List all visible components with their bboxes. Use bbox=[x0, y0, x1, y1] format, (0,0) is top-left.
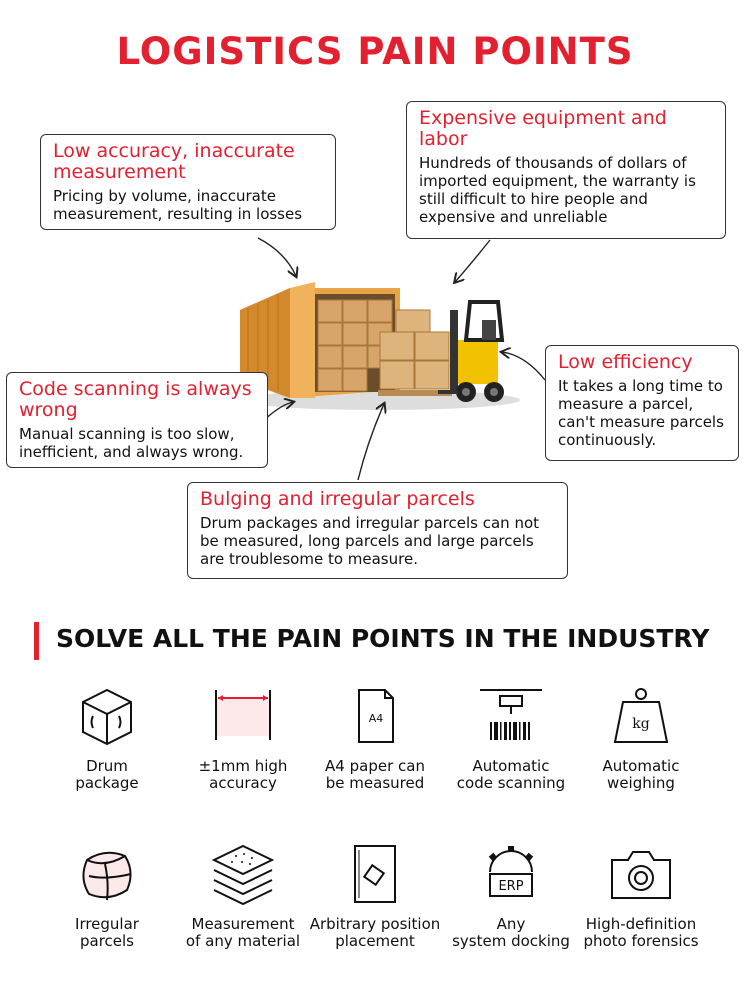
feature-system-docking: ERP Any system docking bbox=[436, 842, 586, 950]
callout-body: Manual scanning is too slow, inefficient… bbox=[19, 425, 244, 461]
feature-label: Arbitrary position placement bbox=[309, 915, 441, 950]
callout-low-accuracy: Low accuracy, inaccurate measurement Pri… bbox=[40, 134, 336, 230]
material-layers-icon bbox=[211, 844, 275, 906]
barcode-scanner-icon bbox=[480, 689, 542, 740]
callout-code-scanning: Code scanning is always wrong Manual sca… bbox=[6, 372, 268, 468]
camera-icon bbox=[611, 851, 671, 899]
section-accent-bar bbox=[34, 622, 39, 660]
page-title: LOGISTICS PAIN POINTS bbox=[116, 30, 634, 73]
feature-label: High-definition photo forensics bbox=[583, 915, 699, 950]
callout-low-efficiency: Low efficiency It takes a long time to m… bbox=[545, 345, 739, 461]
erp-icon-text: ERP bbox=[498, 879, 523, 894]
position-placement-icon bbox=[354, 845, 396, 903]
callout-body: Drum packages and irregular parcels can … bbox=[200, 514, 540, 568]
arrow-bulging bbox=[357, 404, 384, 481]
callout-title: Low efficiency bbox=[558, 351, 693, 373]
feature-a4-paper: A4 A4 paper can be measured bbox=[300, 684, 450, 792]
feature-arbitrary-position: Arbitrary position placement bbox=[300, 842, 450, 950]
feature-photo-forensics: High-definition photo forensics bbox=[566, 842, 716, 950]
feature-weighing: kg Automatic weighing bbox=[566, 684, 716, 792]
feature-label: Automatic code scanning bbox=[456, 757, 566, 792]
feature-label: Drum package bbox=[75, 757, 139, 792]
feature-label: A4 paper can be measured bbox=[325, 757, 425, 792]
callout-bulging-parcels: Bulging and irregular parcels Drum packa… bbox=[187, 482, 568, 579]
callout-body: It takes a long time to measure a parcel… bbox=[558, 377, 724, 449]
feature-code-scanning: Automatic code scanning bbox=[436, 684, 586, 792]
callout-title: Low accuracy, inaccurate measurement bbox=[53, 140, 295, 183]
feature-label: Irregular parcels bbox=[75, 915, 139, 950]
callout-body: Pricing by volume, inaccurate measuremen… bbox=[53, 187, 303, 223]
a4-icon-text: A4 bbox=[369, 712, 384, 725]
callout-body: Hundreds of thousands of dollars of impo… bbox=[419, 154, 696, 226]
a4-paper-icon: A4 bbox=[358, 689, 394, 743]
feature-high-accuracy: ±1mm high accuracy bbox=[168, 684, 318, 792]
callout-title: Code scanning is always wrong bbox=[19, 378, 252, 421]
erp-gear-icon: ERP bbox=[488, 846, 534, 897]
callout-expensive-equipment: Expensive equipment and labor Hundreds o… bbox=[406, 101, 726, 239]
section-title: SOLVE ALL THE PAIN POINTS IN THE INDUSTR… bbox=[56, 624, 710, 653]
weight-icon: kg bbox=[613, 688, 669, 743]
feature-drum-package: Drum package bbox=[32, 684, 182, 792]
callout-title: Bulging and irregular parcels bbox=[200, 488, 475, 510]
irregular-parcel-icon bbox=[82, 851, 132, 901]
feature-label: Measurement of any material bbox=[185, 915, 301, 950]
feature-label: Any system docking bbox=[452, 915, 570, 950]
arrow-accuracy bbox=[257, 237, 296, 276]
feature-any-material: Measurement of any material bbox=[168, 842, 318, 950]
weight-icon-text: kg bbox=[632, 716, 649, 732]
drum-package-icon bbox=[82, 688, 132, 746]
feature-label: ±1mm high accuracy bbox=[198, 757, 288, 792]
accuracy-ruler-icon bbox=[215, 690, 271, 740]
callout-title: Expensive equipment and labor bbox=[419, 107, 667, 150]
arrow-efficiency bbox=[502, 352, 546, 381]
logistics-container-illustration bbox=[240, 282, 520, 410]
feature-irregular-parcels: Irregular parcels bbox=[32, 842, 182, 950]
feature-label: Automatic weighing bbox=[602, 757, 680, 792]
arrow-equipment bbox=[455, 239, 491, 282]
